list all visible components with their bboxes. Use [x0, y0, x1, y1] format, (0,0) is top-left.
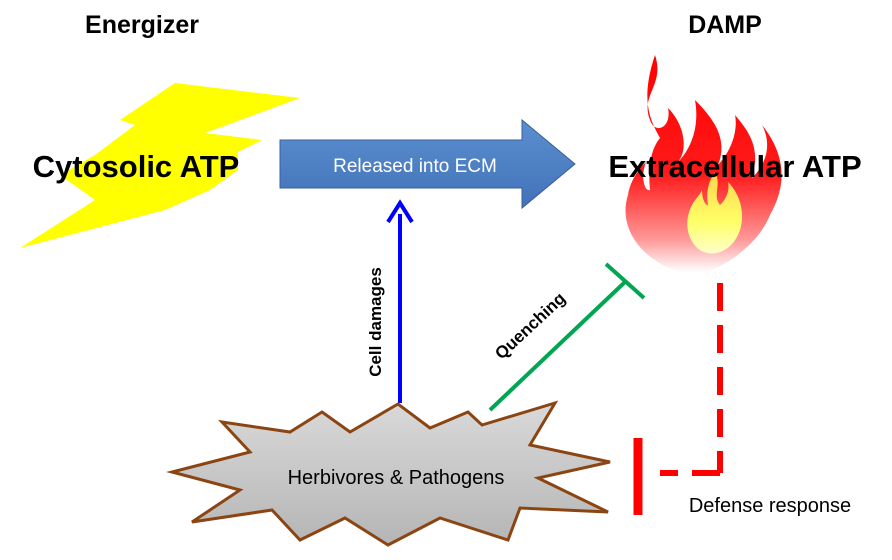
damp-label: DAMP — [688, 11, 762, 39]
cytosolic-atp-label: Cytosolic ATP — [33, 149, 240, 184]
extracellular-atp-label: Extracellular ATP — [608, 149, 861, 184]
released-into-ecm-arrow: Released into ECM — [279, 118, 576, 210]
defense-response-inhibition-line — [633, 283, 723, 515]
cell-damages-arrow — [386, 199, 414, 403]
herbivores-pathogens-label: Herbivores & Pathogens — [288, 467, 505, 489]
flame-icon — [625, 55, 782, 273]
quenching-inhibition-line — [488, 262, 646, 412]
released-into-ecm-label: Released into ECM — [333, 156, 497, 177]
energizer-label: Energizer — [85, 11, 199, 39]
explosion-burst-icon — [166, 400, 611, 547]
cell-damages-label: Cell damages — [366, 267, 385, 377]
quenching-label: Quenching — [491, 289, 569, 363]
lightning-bolt-icon — [20, 83, 300, 248]
defense-response-label: Defense response — [689, 495, 851, 517]
